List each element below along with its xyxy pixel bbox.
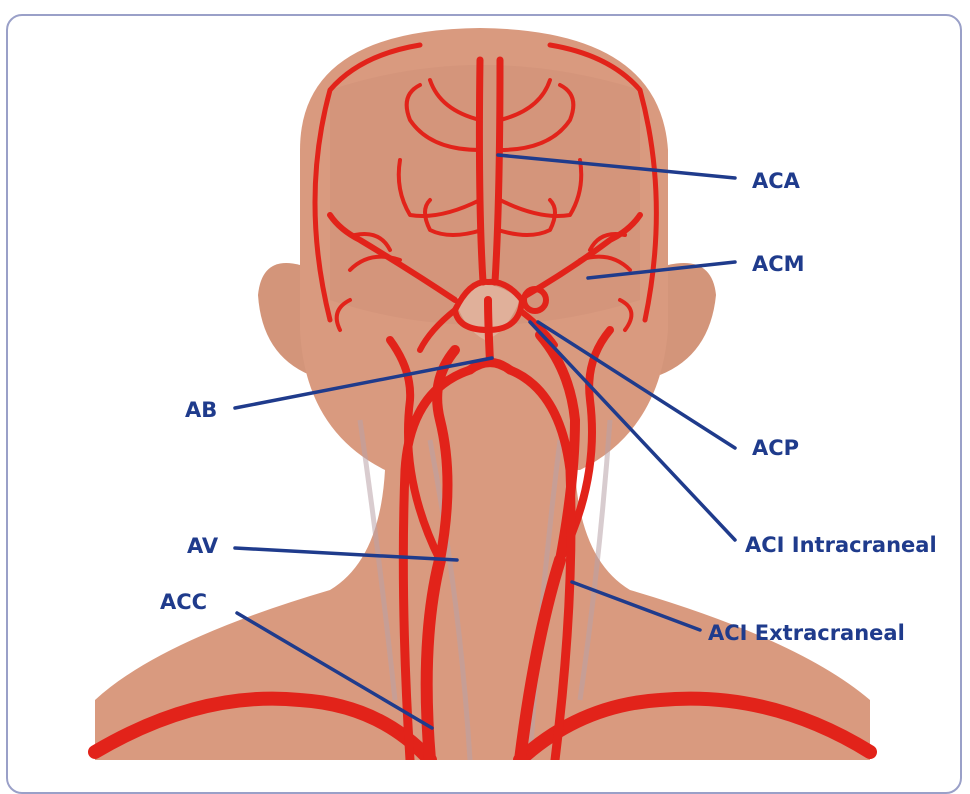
- label-aca: ACA: [752, 171, 800, 192]
- label-av: AV: [187, 536, 218, 557]
- label-acp: ACP: [752, 438, 799, 459]
- label-aci-extracraneal: ACI Extracraneal: [708, 623, 905, 644]
- label-acm: ACM: [752, 254, 805, 275]
- anatomy-illustration: [0, 0, 970, 760]
- label-acc: ACC: [160, 592, 207, 613]
- label-ab: AB: [185, 400, 217, 421]
- label-aci-intracraneal: ACI Intracraneal: [745, 535, 937, 556]
